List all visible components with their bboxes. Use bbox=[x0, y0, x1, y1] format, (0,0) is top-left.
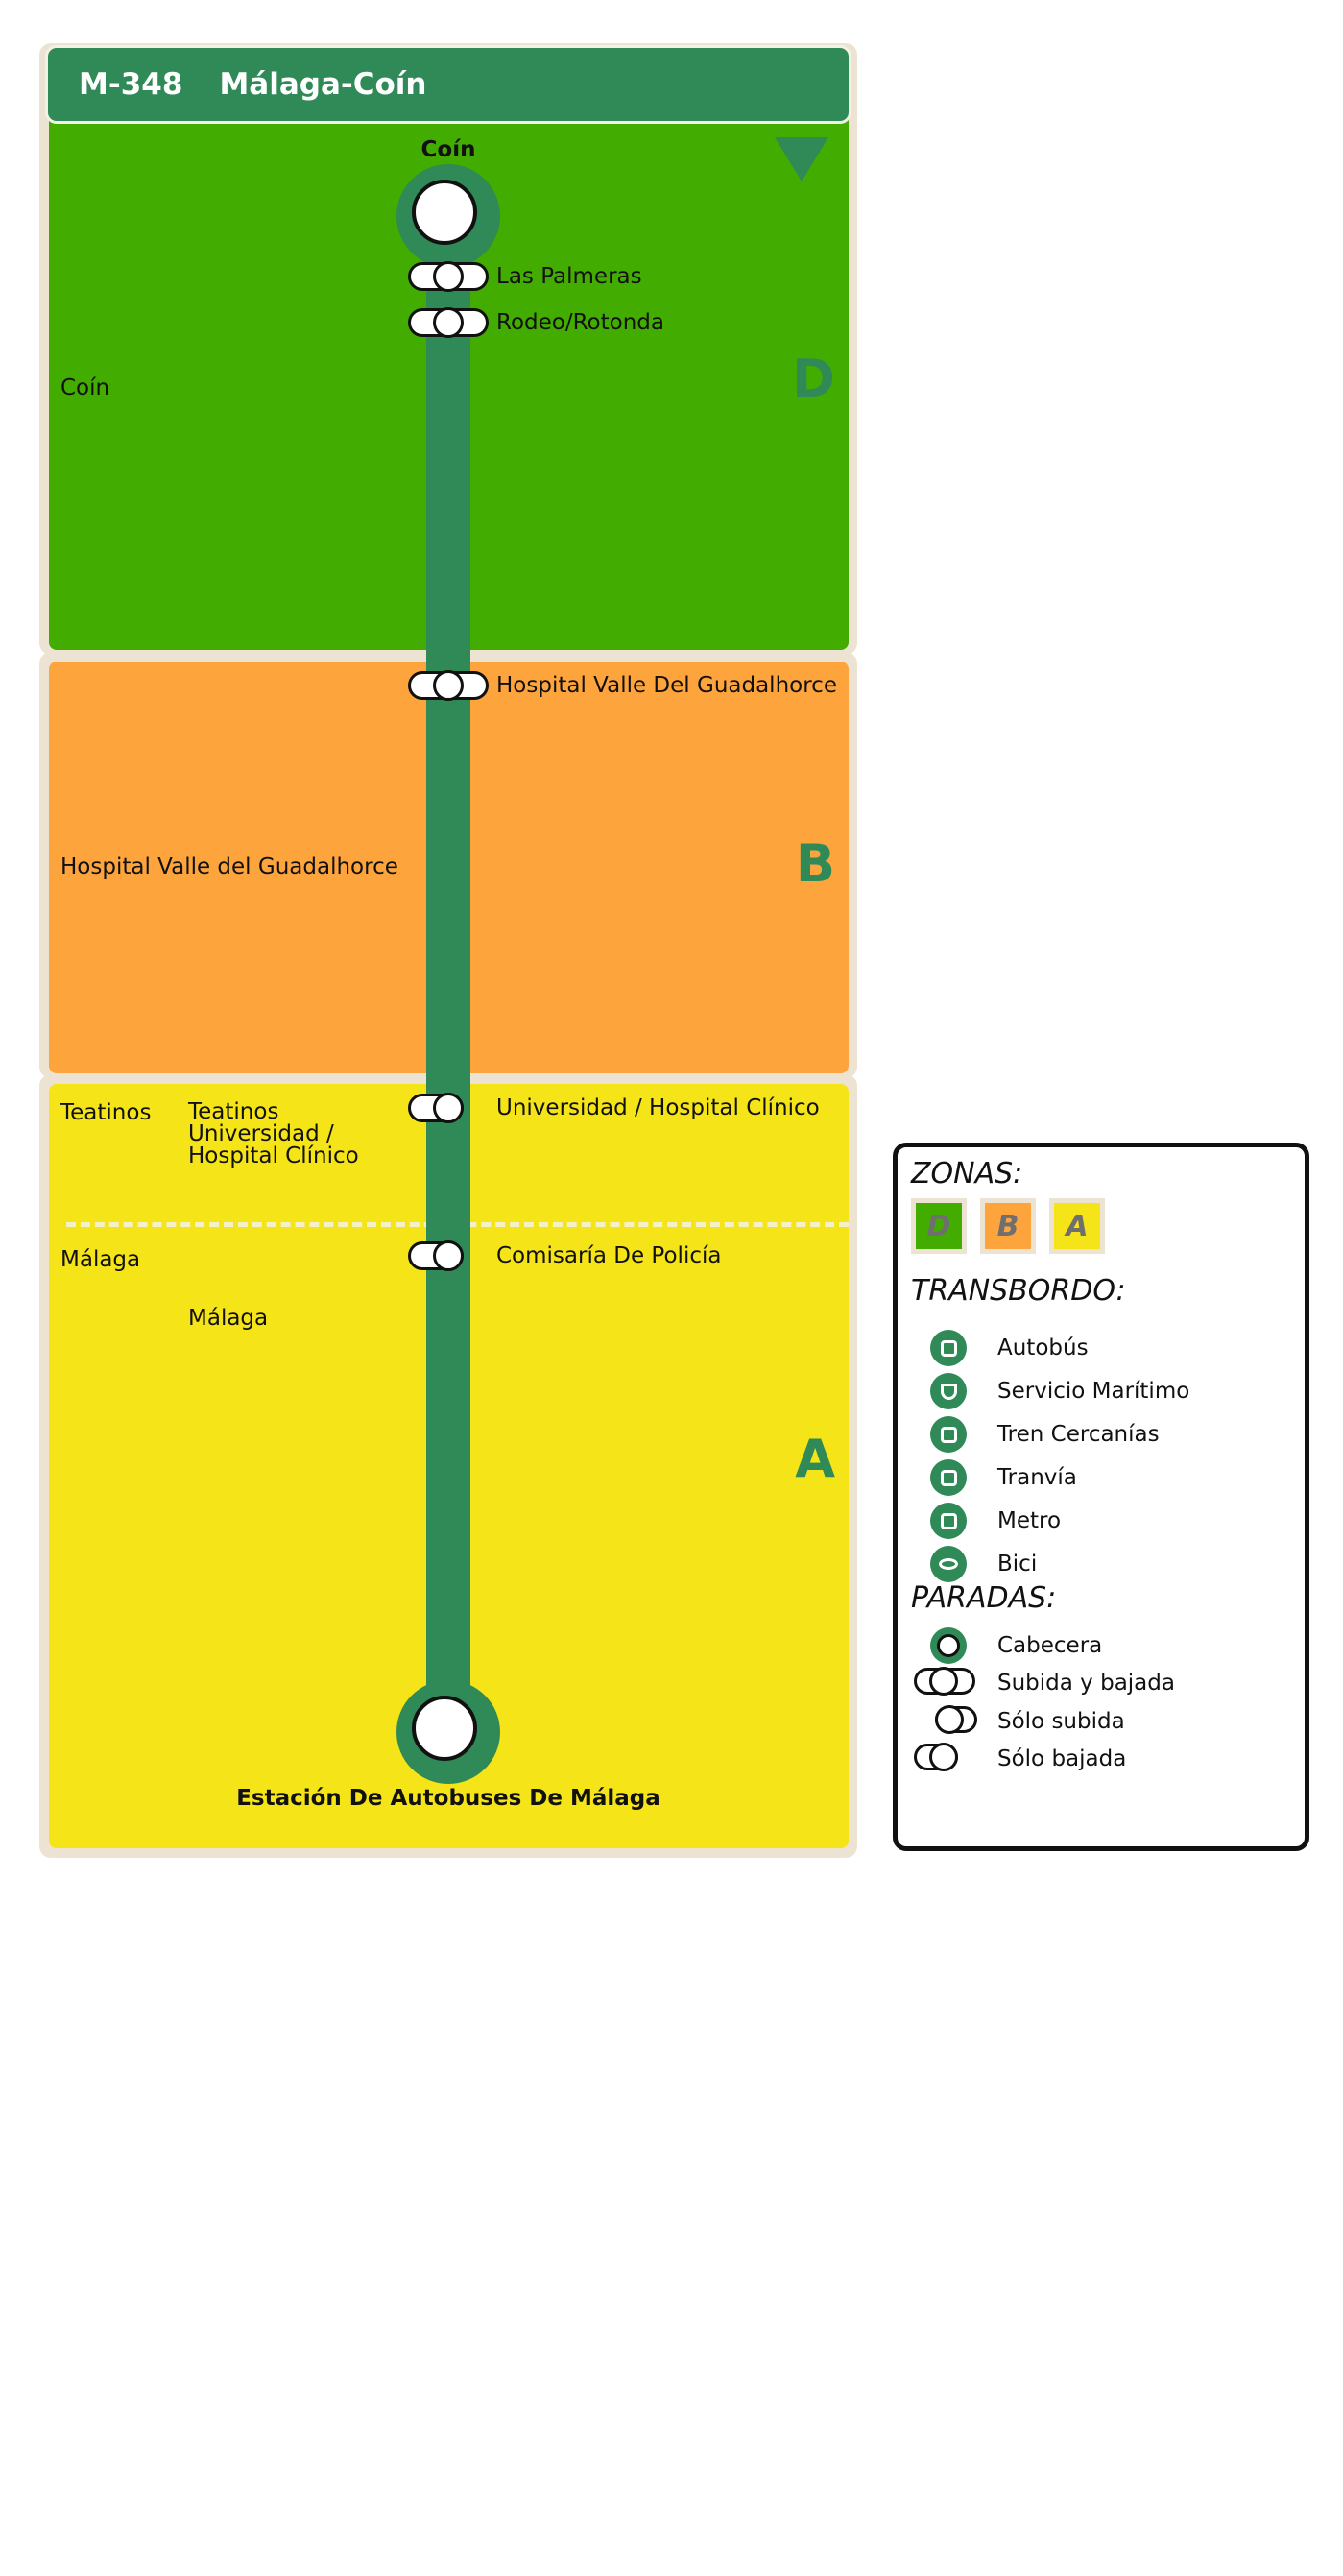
stop-label: Universidad / Hospital Clínico bbox=[496, 1095, 820, 1120]
legend-zone-a: A bbox=[1049, 1198, 1105, 1254]
legend-zone-b: B bbox=[980, 1198, 1036, 1254]
legend-transfer-label: Metro bbox=[997, 1508, 1062, 1533]
stop-label: Hospital Valle Del Guadalhorce bbox=[496, 673, 837, 698]
metro-icon bbox=[930, 1503, 967, 1539]
stop-marker-drop-off bbox=[408, 1093, 464, 1123]
legend-transfer-label: Bici bbox=[997, 1552, 1038, 1577]
route-title: Málaga-Coín bbox=[219, 67, 427, 102]
stop-marker-both bbox=[408, 670, 489, 701]
zone-a-municipality-bottom-detail: Málaga bbox=[188, 1306, 269, 1331]
stop-marker-drop-off bbox=[408, 1240, 464, 1271]
route-line bbox=[426, 215, 470, 1732]
direction-arrow-icon bbox=[775, 137, 828, 181]
stop-marker-both bbox=[408, 307, 489, 338]
zone-a-municipality-top: Teatinos bbox=[60, 1100, 152, 1125]
route-header: M-348 Málaga-Coín bbox=[45, 45, 851, 124]
stop-marker-both bbox=[408, 261, 489, 292]
legend: ZONAS: D B A TRANSBORDO: Autobús Servici… bbox=[893, 1143, 1309, 1851]
legend-transfer-label: Autobús bbox=[997, 1336, 1089, 1360]
legend-transfer-label: Tranvía bbox=[997, 1465, 1077, 1490]
stop-label: Comisaría De Policía bbox=[496, 1243, 722, 1268]
zone-a-municipality-top-detail: Teatinos Universidad / Hospital Clínico bbox=[188, 1099, 359, 1168]
legend-stop-label: Sólo bajada bbox=[997, 1746, 1127, 1771]
alight-only-icon bbox=[914, 1743, 958, 1771]
terminal-stop-icon bbox=[930, 1627, 967, 1664]
zone-b-municipality: Hospital Valle del Guadalhorce bbox=[60, 855, 398, 879]
legend-stops-title: PARADAS: bbox=[911, 1581, 1057, 1615]
zone-d-municipality: Coín bbox=[60, 375, 110, 400]
train-icon bbox=[930, 1416, 967, 1453]
bus-icon bbox=[930, 1330, 967, 1366]
board-only-icon bbox=[935, 1705, 977, 1734]
legend-transfer-label: Servicio Marítimo bbox=[997, 1379, 1190, 1404]
tram-icon bbox=[930, 1459, 967, 1496]
legend-transfer-title: TRANSBORDO: bbox=[911, 1274, 1126, 1308]
origin-label: Coín bbox=[420, 137, 476, 162]
legend-stop-label: Cabecera bbox=[997, 1633, 1103, 1658]
destination-terminal bbox=[396, 1680, 500, 1784]
legend-stop-label: Sólo subida bbox=[997, 1709, 1125, 1734]
zone-d-letter: D bbox=[792, 349, 835, 409]
zone-a-municipality-bottom: Málaga bbox=[60, 1247, 141, 1272]
legend-zones-title: ZONAS: bbox=[911, 1157, 1023, 1191]
route-code: M-348 bbox=[79, 67, 183, 102]
bicycle-icon bbox=[930, 1546, 967, 1582]
zone-a-letter: A bbox=[795, 1429, 835, 1489]
zone-b-letter: B bbox=[795, 833, 835, 894]
ferry-icon bbox=[930, 1373, 967, 1409]
stop-label: Las Palmeras bbox=[496, 264, 642, 289]
board-and-alight-icon bbox=[914, 1667, 975, 1696]
origin-terminal bbox=[396, 164, 500, 268]
legend-stop-label: Subida y bajada bbox=[997, 1671, 1175, 1696]
legend-zone-d: D bbox=[911, 1198, 967, 1254]
stop-label: Rodeo/Rotonda bbox=[496, 310, 664, 335]
destination-label: Estación De Autobuses De Málaga bbox=[236, 1786, 660, 1811]
legend-transfer-label: Tren Cercanías bbox=[997, 1422, 1160, 1447]
